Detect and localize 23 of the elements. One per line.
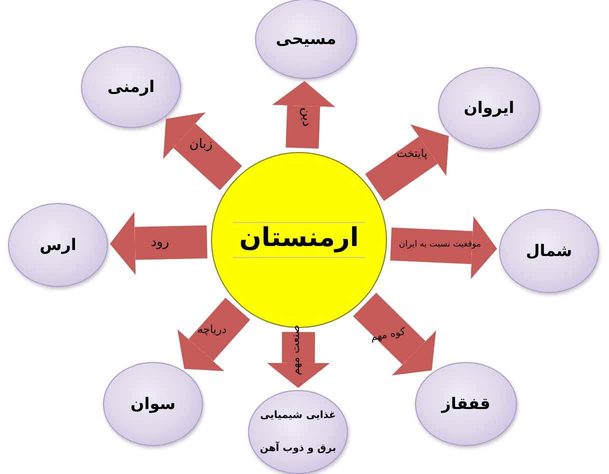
node-label: ایروان — [464, 98, 514, 118]
node-label: ارمنستان — [233, 222, 365, 258]
edge-label: صنعت مهم — [290, 324, 302, 376]
edge-label: دین — [298, 107, 314, 127]
node-label: شمال — [526, 242, 572, 260]
edge-label: پایتخت — [396, 148, 428, 160]
oval-node — [255, 0, 357, 79]
edge-label: زبان — [189, 138, 213, 152]
node-label: برق و ذوب آهن — [260, 443, 336, 454]
node-label: مسیحی — [276, 30, 336, 48]
block-arrow — [110, 212, 208, 275]
block-arrow — [390, 216, 498, 280]
block-arrow — [266, 332, 330, 388]
edge-label: موقعیت نسبت به ایران — [399, 240, 481, 250]
node-label: غذایی شیمیایی — [260, 410, 336, 421]
node-label: ارمنی — [107, 78, 155, 96]
edge-label: دریاچه — [197, 324, 227, 336]
node-label: ارس — [40, 236, 76, 254]
node-label: سوان — [130, 394, 176, 414]
edge-label: کوه مهم — [370, 326, 406, 344]
edge-label: رود — [150, 236, 170, 250]
node-label: قفقاز — [442, 394, 490, 414]
block-arrow — [272, 80, 336, 149]
